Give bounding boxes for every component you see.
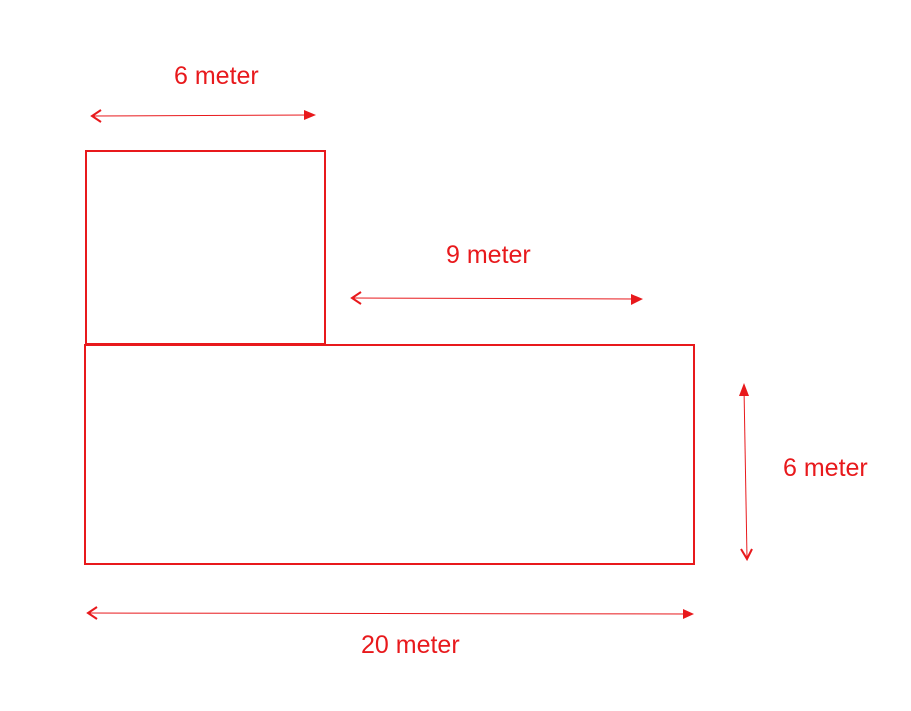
gap-width-label: 9 meter [446, 241, 531, 269]
small-rectangle [85, 150, 326, 345]
large-rectangle [84, 344, 695, 565]
bottom-width-label: 20 meter [361, 631, 460, 659]
height-arrow [739, 383, 753, 562]
top-width-arrow [90, 109, 316, 123]
bottom-width-arrow [86, 606, 694, 620]
height-label: 6 meter [783, 454, 868, 482]
top-width-label: 6 meter [174, 62, 259, 90]
gap-width-arrow [350, 291, 643, 305]
